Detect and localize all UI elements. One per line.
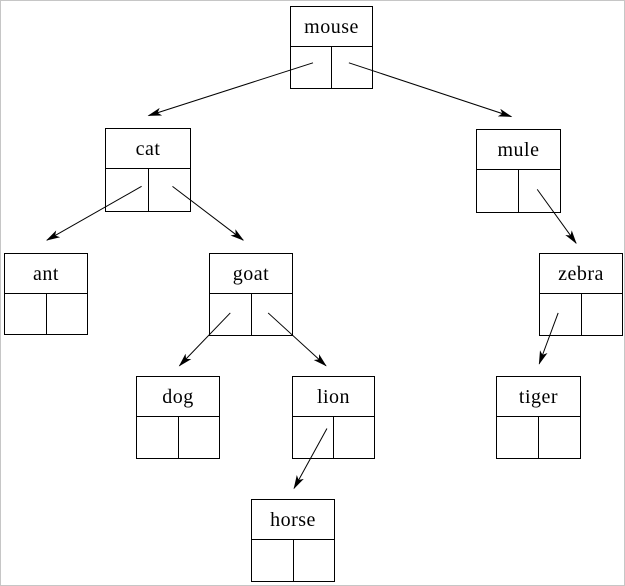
right-pointer-cell [294, 540, 335, 581]
node-pointer-cells [540, 294, 622, 335]
node-pointer-cells [291, 47, 372, 88]
node-label: ant [5, 254, 87, 294]
left-pointer-cell [497, 417, 539, 458]
tree-node-lion: lion [292, 376, 375, 459]
node-label: dog [137, 377, 219, 417]
left-pointer-cell [291, 47, 332, 88]
node-label: mule [477, 130, 560, 170]
left-pointer-cell [210, 294, 252, 335]
node-pointer-cells [137, 417, 219, 458]
right-pointer-cell [47, 294, 88, 334]
tree-node-ant: ant [4, 253, 88, 335]
tree-node-cat: cat [105, 128, 191, 212]
node-label: tiger [497, 377, 580, 417]
node-pointer-cells [477, 170, 560, 212]
left-pointer-cell [293, 417, 334, 458]
node-pointer-cells [210, 294, 292, 335]
right-pointer-cell [519, 170, 560, 212]
node-label: goat [210, 254, 292, 294]
left-pointer-cell [5, 294, 47, 334]
right-pointer-cell [332, 47, 372, 88]
node-label: horse [252, 500, 334, 540]
tree-node-dog: dog [136, 376, 220, 459]
node-pointer-cells [293, 417, 374, 458]
right-pointer-cell [179, 417, 220, 458]
right-pointer-cell [582, 294, 623, 335]
node-label: mouse [291, 7, 372, 47]
tree-node-tiger: tiger [496, 376, 581, 459]
node-pointer-cells [252, 540, 334, 581]
node-pointer-cells [106, 169, 190, 211]
tree-node-horse: horse [251, 499, 335, 582]
node-label: cat [106, 129, 190, 169]
node-label: lion [293, 377, 374, 417]
right-pointer-cell [252, 294, 293, 335]
edge-mouse-to-cat [147, 62, 314, 117]
left-pointer-cell [540, 294, 582, 335]
right-pointer-cell [334, 417, 374, 458]
node-pointer-cells [5, 294, 87, 334]
node-label: zebra [540, 254, 622, 294]
left-pointer-cell [477, 170, 519, 212]
left-pointer-cell [137, 417, 179, 458]
left-pointer-cell [106, 169, 149, 211]
tree-node-goat: goat [209, 253, 293, 336]
right-pointer-cell [149, 169, 191, 211]
node-pointer-cells [497, 417, 580, 458]
left-pointer-cell [252, 540, 294, 581]
right-pointer-cell [539, 417, 580, 458]
tree-node-mule: mule [476, 129, 561, 213]
edge-mouse-to-mule [348, 62, 513, 118]
tree-node-zebra: zebra [539, 253, 623, 336]
tree-node-mouse: mouse [290, 6, 373, 89]
